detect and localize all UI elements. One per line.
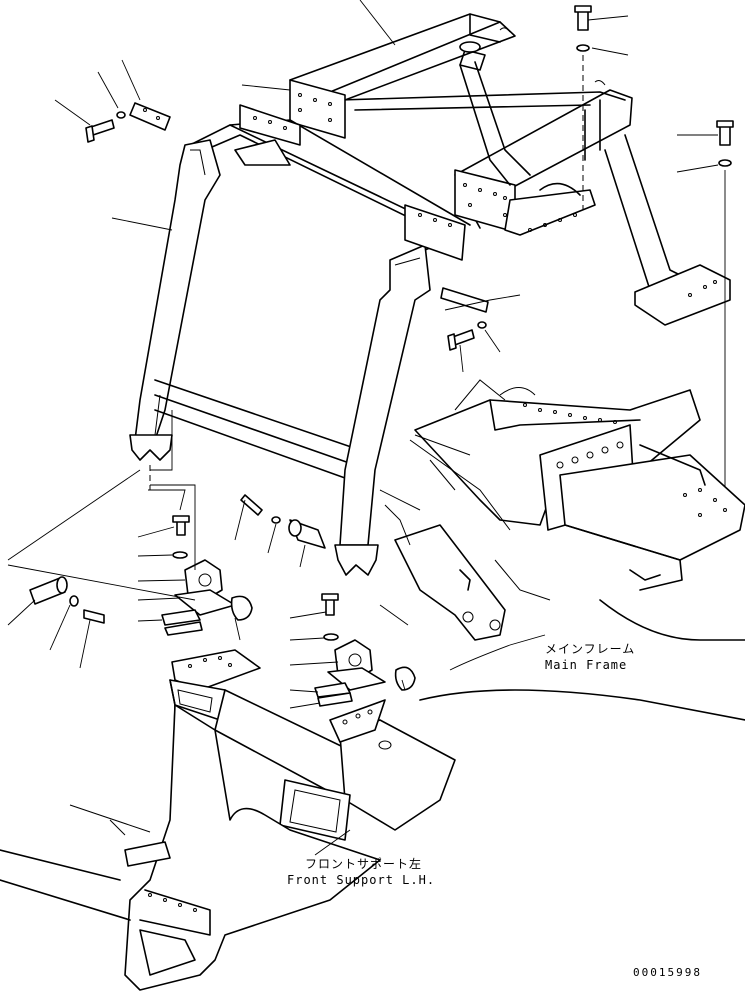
top-left-hardware: [85, 102, 171, 143]
main-frame-label-ja: メインフレーム: [545, 642, 636, 656]
middle-hardware: [440, 287, 489, 351]
mount-brackets: [29, 465, 416, 707]
front-rops-frame: [129, 104, 471, 576]
document-number: 00015998: [633, 966, 702, 979]
front-support-lh: [0, 649, 456, 991]
leader-lines: [7, 0, 719, 856]
main-frame-label-en: Main Frame: [545, 658, 628, 672]
front-support-label-ja: フロントサポート左: [305, 857, 423, 871]
top-right-hardware: [574, 5, 734, 510]
front-support-label-en: Front Support L.H.: [287, 873, 436, 887]
rear-rops-frame: [289, 13, 731, 326]
main-frame: [379, 379, 745, 721]
